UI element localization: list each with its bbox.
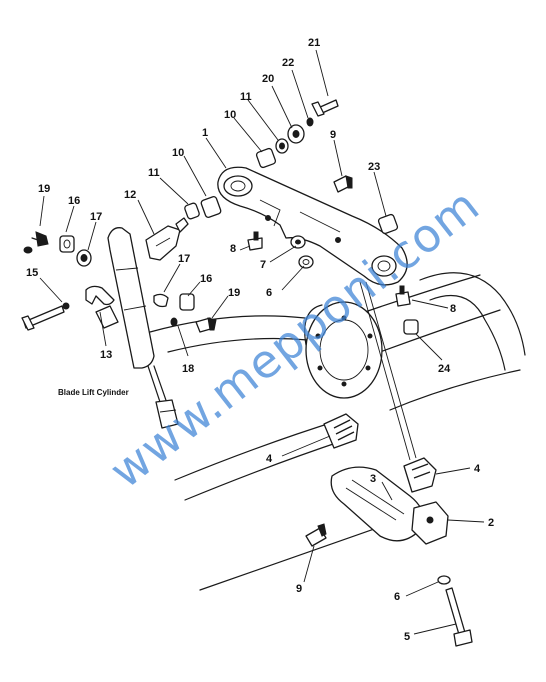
callout-17: 17 bbox=[90, 211, 102, 223]
blade-lift-cylinder bbox=[107, 227, 179, 429]
part-1-beam bbox=[217, 166, 408, 286]
callout-16b: 16 bbox=[200, 273, 212, 285]
callout-17b: 17 bbox=[178, 253, 190, 265]
callout-16: 16 bbox=[68, 195, 80, 207]
callout-9: 9 bbox=[330, 129, 336, 141]
callout-10: 10 bbox=[224, 109, 236, 121]
blade-lift-cylinder-caption: Blade Lift Cylinder bbox=[58, 388, 129, 397]
callout-4: 4 bbox=[266, 453, 273, 465]
callout-1: 1 bbox=[202, 127, 208, 139]
callout-20: 20 bbox=[262, 73, 274, 85]
callout-7: 7 bbox=[260, 259, 266, 271]
leader-lines bbox=[39, 49, 485, 635]
callout-6b: 6 bbox=[394, 591, 400, 603]
callout-5: 5 bbox=[404, 631, 410, 643]
callout-8: 8 bbox=[230, 243, 236, 255]
callout-21: 21 bbox=[308, 37, 320, 49]
callout-11b: 11 bbox=[148, 167, 160, 179]
callout-9b: 9 bbox=[296, 583, 302, 595]
callout-2: 2 bbox=[488, 517, 494, 529]
callout-10b: 10 bbox=[172, 147, 184, 159]
callout-19: 19 bbox=[38, 183, 50, 195]
callout-24: 24 bbox=[438, 363, 451, 375]
callout-3: 3 bbox=[370, 473, 376, 485]
callout-8b: 8 bbox=[450, 303, 456, 315]
callout-6: 6 bbox=[266, 287, 272, 299]
callout-23: 23 bbox=[368, 161, 380, 173]
callout-15: 15 bbox=[26, 267, 38, 279]
small-parts-right bbox=[247, 99, 419, 335]
callout-labels: 21 22 20 11 10 9 1 10 11 23 19 16 17 12 … bbox=[26, 37, 494, 643]
callout-12: 12 bbox=[124, 189, 136, 201]
callout-4b: 4 bbox=[474, 463, 481, 475]
callout-11: 11 bbox=[240, 91, 252, 103]
lower-assembly bbox=[305, 413, 473, 647]
callout-22: 22 bbox=[282, 57, 294, 69]
callout-19b: 19 bbox=[228, 287, 240, 299]
callout-18: 18 bbox=[182, 363, 194, 375]
axle-hub bbox=[304, 301, 383, 399]
callout-13: 13 bbox=[100, 349, 112, 361]
